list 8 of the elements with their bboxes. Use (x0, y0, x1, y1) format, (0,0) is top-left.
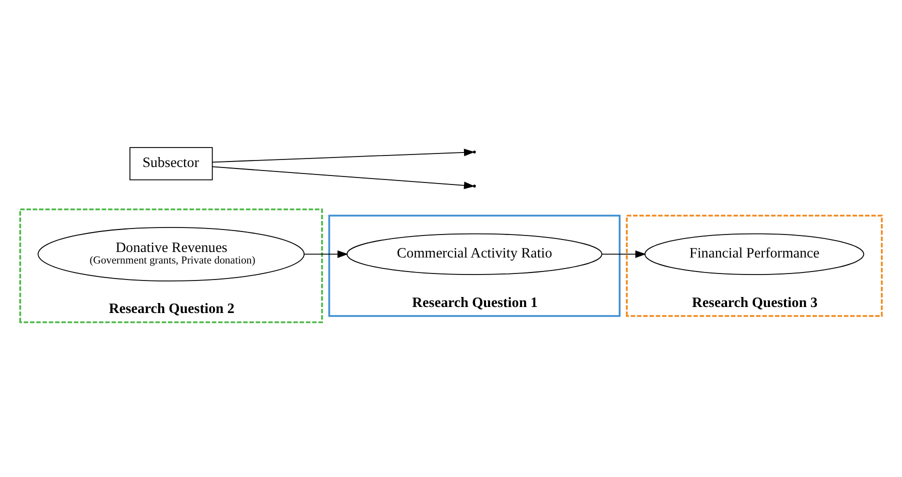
node-ellipse: Donative Revenues (Government grants, Private donation) (38, 226, 305, 282)
node-ellipse: Financial Performance (644, 233, 864, 275)
arrow (304, 250, 348, 258)
arrow (601, 250, 646, 258)
arrow (212, 166, 475, 190)
node-ellipse: Commercial Activity Ratio (346, 233, 602, 275)
node-box: Subsector (129, 147, 213, 180)
arrow (212, 148, 475, 163)
